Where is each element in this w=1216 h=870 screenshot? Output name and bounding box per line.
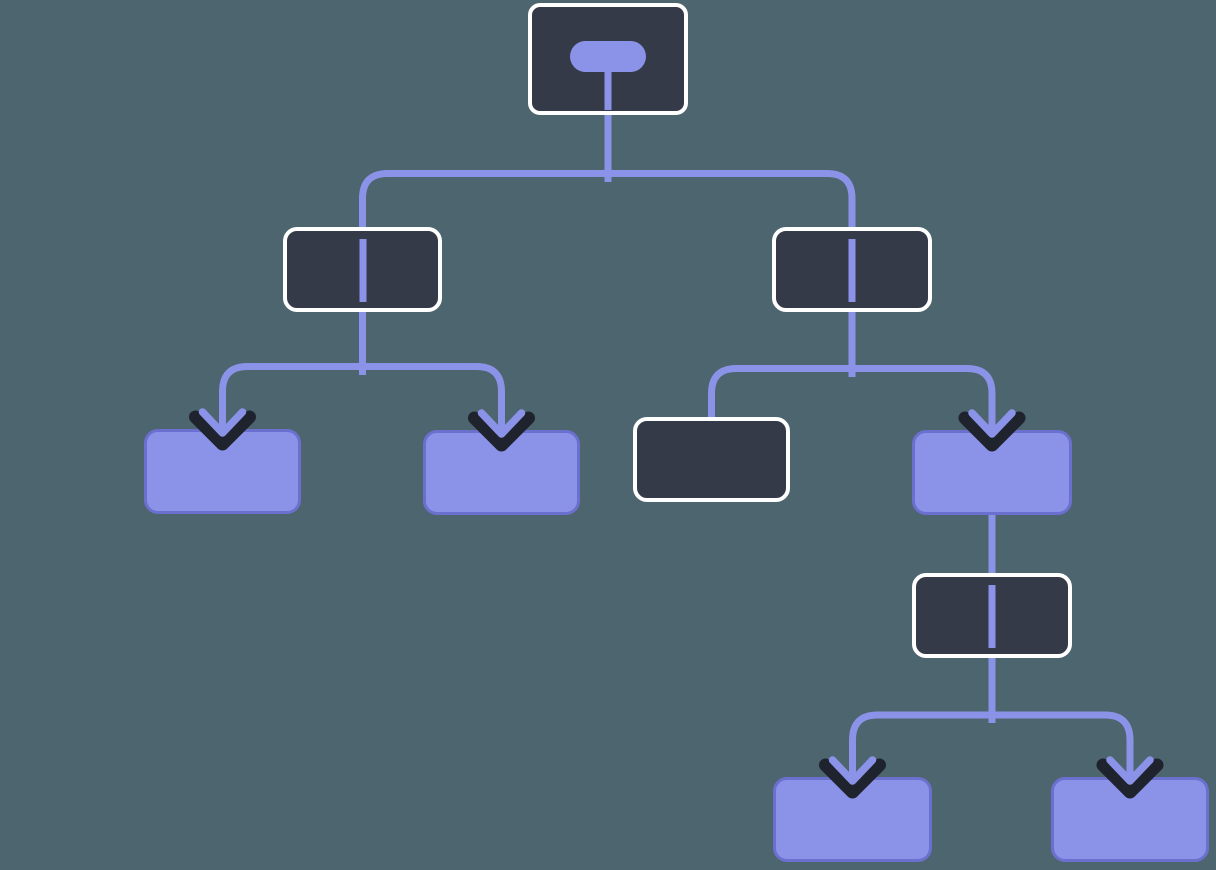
- edge-branch-right-to-children: [708, 365, 996, 434]
- pass-through-line: [359, 239, 366, 302]
- edge-branch-left-to-leaves: [219, 363, 505, 434]
- node-leaf-bottom-left[interactable]: [773, 777, 932, 862]
- pass-through-line: [988, 585, 996, 648]
- pill-stem-line: [604, 71, 612, 110]
- node-root[interactable]: [528, 3, 688, 115]
- node-branch-right[interactable]: [772, 227, 932, 312]
- node-dark-leaf[interactable]: [633, 417, 790, 502]
- edge-root-to-branches: [359, 170, 856, 230]
- node-branch-bottom[interactable]: [912, 573, 1072, 658]
- pass-through-line: [848, 239, 856, 302]
- node-branch-left[interactable]: [283, 227, 442, 312]
- node-leaf-far-left[interactable]: [144, 429, 301, 514]
- node-leaf-bottom-right[interactable]: [1051, 777, 1209, 862]
- edge-branch-bottom-to-leaves: [849, 711, 1134, 781]
- node-leaf-right[interactable]: [912, 430, 1072, 515]
- collapsed-children-pill: [570, 41, 646, 72]
- node-leaf-mid-left[interactable]: [423, 430, 580, 515]
